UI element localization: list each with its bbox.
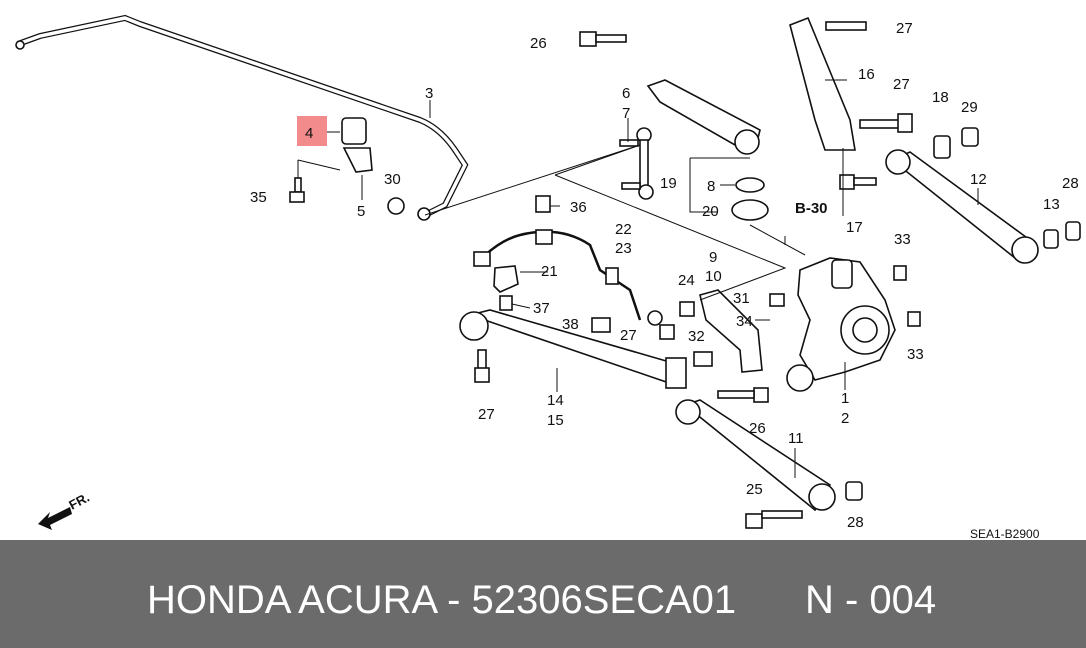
upper-arm [646, 79, 769, 221]
compensator-arm [789, 16, 913, 151]
callout-label: 6 [622, 85, 630, 102]
abs-sensor-wiring [473, 229, 663, 326]
stabilizer-link [619, 127, 654, 200]
stabilizer-bushing [341, 117, 373, 173]
bolt-37 [499, 295, 513, 311]
callout-label: 27 [620, 327, 637, 344]
callout-label: 26 [749, 420, 766, 437]
nut-30 [387, 197, 405, 215]
bolt-36 [535, 195, 551, 213]
callout-label: 30 [384, 171, 401, 188]
callout-label: 27 [896, 20, 913, 37]
knuckle [786, 257, 896, 392]
callout-label: 12 [970, 171, 987, 188]
clip-31 [769, 293, 785, 307]
callout-label: 31 [733, 290, 750, 307]
callout-label: 8 [707, 178, 715, 195]
bolt-35 [289, 177, 305, 203]
lower-arm-b [885, 149, 1039, 264]
callout-label: 27 [893, 76, 910, 93]
callout-label: 13 [1043, 196, 1060, 213]
callout-label: 19 [660, 175, 677, 192]
leader-lines [297, 79, 979, 478]
callout-label: 36 [570, 199, 587, 216]
nut-24 [679, 301, 695, 317]
drawing-code: SEA1-B2900 [970, 527, 1040, 540]
nut-38 [591, 317, 611, 333]
callout-label: 37 [533, 300, 550, 317]
callout-label: 5 [357, 203, 365, 220]
callout-label: 33 [894, 231, 911, 248]
clip-33-upper [893, 265, 907, 281]
callout-label: 3 [425, 85, 433, 102]
callout-label: 1 [841, 390, 849, 407]
stabilizer-bar [15, 14, 469, 221]
callout-label: 15 [547, 412, 564, 429]
callout-label: 4 [305, 125, 313, 142]
callout-label: 38 [562, 316, 579, 333]
front-direction-arrow [38, 507, 72, 530]
washer-29 [961, 127, 979, 147]
callout-label: 24 [678, 272, 695, 289]
bolt-26-upper [579, 31, 627, 47]
callout-label: 9 [709, 249, 717, 266]
bolt-27-left [474, 349, 490, 383]
callout-label: 17 [846, 219, 863, 236]
callout-label: 10 [705, 268, 722, 285]
callout-label: 22 [615, 221, 632, 238]
clip-33-lower [907, 311, 921, 327]
callout-label: 26 [530, 35, 547, 52]
callout-label: 34 [736, 313, 753, 330]
callout-label: 33 [907, 346, 924, 363]
footer-bar: HONDA ACURA - 52306SECA01 N - 004 [0, 540, 1086, 648]
trailing-arm [675, 399, 836, 512]
callout-label: 35 [250, 189, 267, 206]
part-number-title: HONDA ACURA - 52306SECA01 [147, 578, 737, 622]
callout-label: 28 [1062, 175, 1079, 192]
callout-label: 2 [841, 410, 849, 427]
callout-label: 18 [932, 89, 949, 106]
callout-label: 23 [615, 240, 632, 257]
callout-label: 28 [847, 514, 864, 531]
parts-diagram: 26 27 16 27 18 29 3 4 6 7 35 5 30 19 8 2… [15, 14, 1081, 540]
callout-label: 16 [858, 66, 875, 83]
exploded-view-drawing: 26 27 16 27 18 29 3 4 6 7 35 5 30 19 8 2… [15, 14, 1081, 540]
callout-label: 32 [688, 328, 705, 345]
bracket-21 [493, 265, 519, 293]
callout-label: 29 [961, 99, 978, 116]
bolt-25 [745, 510, 803, 529]
callout-label: 11 [788, 430, 804, 447]
bolt-32 [693, 351, 713, 367]
bushing-13 [1043, 229, 1059, 249]
bolt-27-mid [659, 324, 675, 340]
callout-label: 20 [702, 203, 719, 220]
bolt-26-lower [717, 387, 769, 403]
diagram-position: N - 004 [805, 578, 937, 622]
callout-label: 7 [622, 105, 630, 122]
bolt-17 [839, 174, 877, 190]
callout-label: 14 [547, 392, 564, 409]
bracket-9 [699, 289, 763, 373]
bushing-28 [845, 481, 863, 501]
callout-label: 21 [541, 263, 558, 280]
callout-label: 25 [746, 481, 763, 498]
callout-labels: 26 27 16 27 18 29 3 4 6 7 35 5 30 19 8 2… [250, 20, 1079, 531]
callout-label: B-30 [795, 200, 828, 217]
highlight-part-4 [297, 116, 327, 146]
washer-28 [1065, 221, 1081, 241]
link-leader [424, 144, 641, 216]
bushing-18 [933, 135, 951, 159]
lower-arm-a [459, 309, 687, 389]
callout-label: 27 [478, 406, 495, 423]
